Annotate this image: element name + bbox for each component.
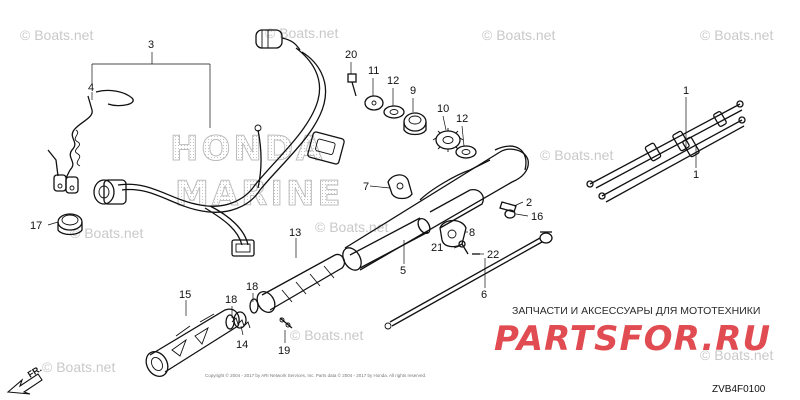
part-20-bolt [347,73,357,97]
callout-10: 10 [437,103,449,115]
watermark-text: © Boats.net [42,359,115,375]
watermark-text: © Boats.net [265,25,338,41]
callout-4: 4 [88,82,94,94]
callout-11: 11 [368,65,379,77]
leader-lines [47,52,697,343]
part-15-throttle-grip [145,308,240,377]
part-21-bolt [458,240,469,255]
watermark-text: © Boats.net [482,27,555,43]
callout-3: 3 [148,39,154,51]
part-6-rod [384,231,553,330]
callout-1-lower: 1 [693,169,699,181]
callout-labels: 1 1 2 3 4 5 6 7 8 9 10 11 12 12 13 14 15… [30,39,699,357]
brand-watermark: HONDA MARINE [170,129,342,215]
watermark-text: © Boats.net [700,347,773,363]
part-16-grommet [504,209,516,219]
callout-17: 17 [30,220,42,232]
copyright-text: Copyright © 2004 - 2017 by ARI Network S… [205,372,426,378]
watermark-layer: © Boats.net © Boats.net © Boats.net © Bo… [20,25,773,375]
watermark-text: © Boats.net [540,147,613,163]
callout-12-right: 12 [456,113,468,125]
callout-8: 8 [469,227,475,239]
part-lanyard [47,89,134,194]
callout-7: 7 [363,181,369,193]
callout-21: 21 [431,242,443,254]
callout-13: 13 [289,227,301,239]
watermark-text: © Boats.net [290,327,363,343]
part-17-nut [57,213,83,236]
part-9-knob-nut [403,112,427,136]
part-14-spring [231,311,251,329]
part-7-friction-lever [387,174,413,200]
callout-6: 6 [481,289,487,301]
callout-18-left: 18 [225,294,237,306]
part-5-tiller-handle [342,145,529,271]
shop-watermark: ЗАПЧАСТИ И АКСЕССУАРЫ ДЛЯ МОТОТЕХНИКИ PA… [494,305,771,359]
part-wiring-harness [93,29,345,257]
callout-20: 20 [345,49,357,61]
shop-logo: PARTSFOR.RU [494,319,771,359]
callout-2: 2 [526,197,532,209]
brand-watermark-line1: HONDA [170,129,325,169]
part-11-plate [364,95,384,111]
part-8-clip [439,219,467,248]
part-18-washer [225,298,259,330]
part-1-cables [586,100,746,203]
callout-12-left: 12 [387,75,399,87]
part-12-washer [383,105,477,159]
watermark-text: © Boats.net [70,225,143,241]
shop-subtitle: ЗАПЧАСТИ И АКСЕССУАРЫ ДЛЯ МОТОТЕХНИКИ [512,305,760,317]
part-19-pin [279,317,293,329]
part-10-gear [432,128,464,152]
watermark-text: © Boats.net [700,27,773,43]
callout-19: 19 [278,345,290,357]
callout-5: 5 [400,265,406,277]
watermark-text: © Boats.net [20,27,93,43]
diagram-code: ZVB4F0100 [712,384,766,395]
callout-1-upper: 1 [683,85,689,97]
callout-22: 22 [487,249,499,261]
watermark-text: © Boats.net [315,219,388,235]
part-13-throttle-tube [256,253,346,313]
callout-15: 15 [179,289,191,301]
callout-18-right: 18 [246,281,258,293]
front-direction-arrow: FR. [6,364,43,395]
callout-16: 16 [531,211,543,223]
callout-14: 14 [236,339,248,351]
callout-9: 9 [410,85,416,97]
